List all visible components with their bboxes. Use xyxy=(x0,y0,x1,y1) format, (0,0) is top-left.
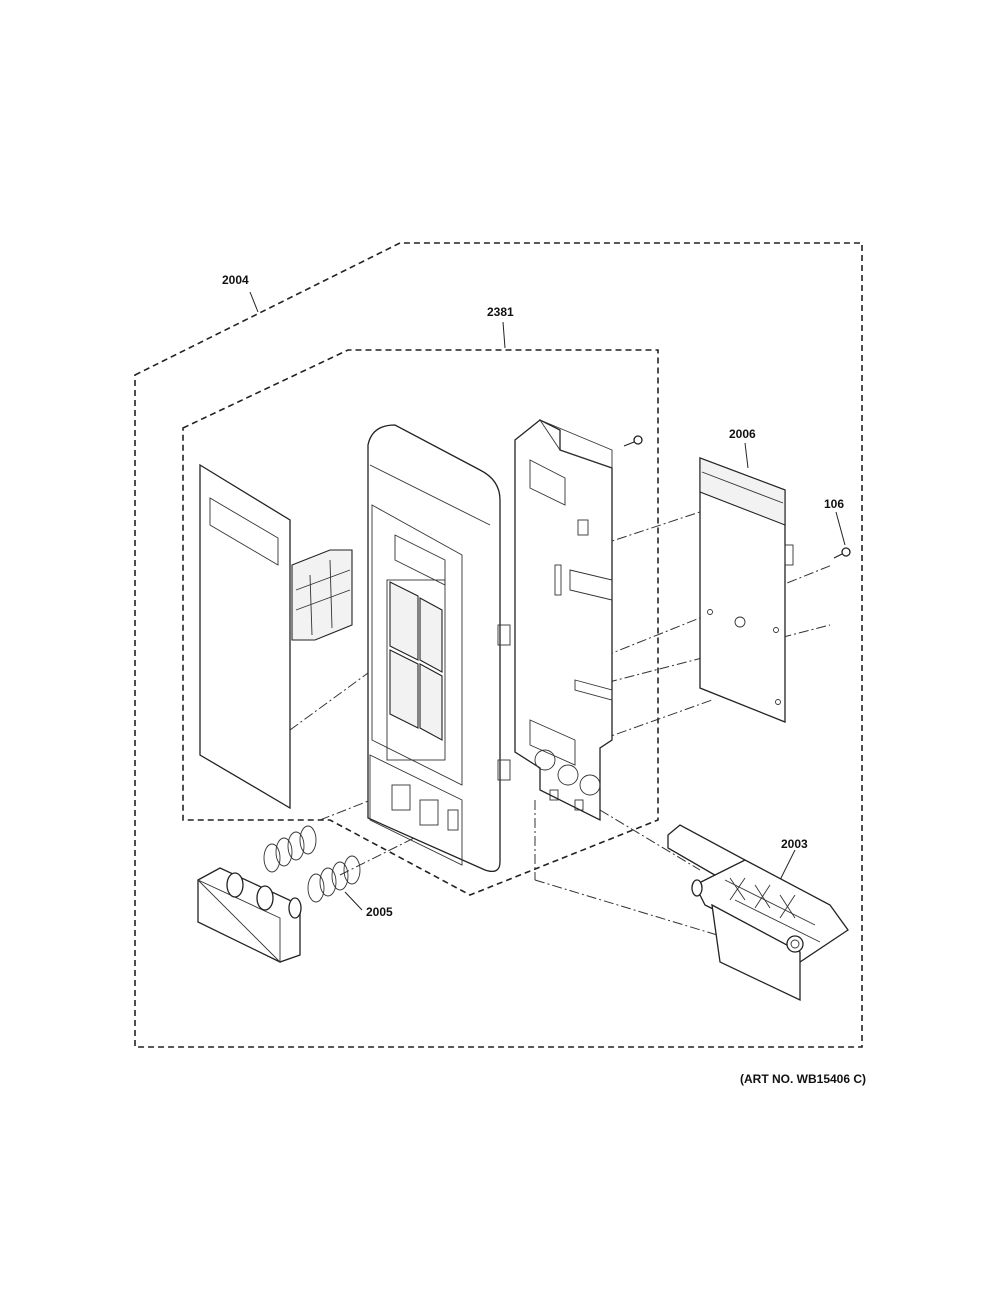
leader-2003 xyxy=(779,849,796,881)
callout-2005: 2005 xyxy=(366,905,393,919)
assembly-2004-boundary xyxy=(134,242,863,1048)
membrane-keypad xyxy=(199,463,353,810)
bracket-screw xyxy=(623,435,643,447)
button-assembly-2005 xyxy=(197,825,361,964)
door-lever-2003 xyxy=(667,824,849,1002)
callout-2381: 2381 xyxy=(487,305,514,319)
assembly-2381-boundary xyxy=(182,349,659,896)
callout-2003: 2003 xyxy=(781,837,808,851)
art-number: (ART NO. WB15406 C) xyxy=(740,1072,866,1086)
lever-truss xyxy=(724,877,821,943)
callout-106: 106 xyxy=(824,497,844,511)
spring-upper xyxy=(263,825,317,873)
leader-2006 xyxy=(744,442,749,469)
screw-106 xyxy=(833,547,851,559)
callout-2006: 2006 xyxy=(729,427,756,441)
leader-2381 xyxy=(502,321,506,349)
leader-2005 xyxy=(344,891,363,911)
keypad-window xyxy=(389,581,443,741)
callout-2004: 2004 xyxy=(222,273,249,287)
leader-106 xyxy=(835,511,846,546)
circuit-board-2006 xyxy=(699,457,794,723)
control-panel-frame xyxy=(367,424,511,873)
control-bracket xyxy=(514,419,613,822)
leader-2004 xyxy=(249,291,259,313)
spring-lower xyxy=(307,855,361,903)
